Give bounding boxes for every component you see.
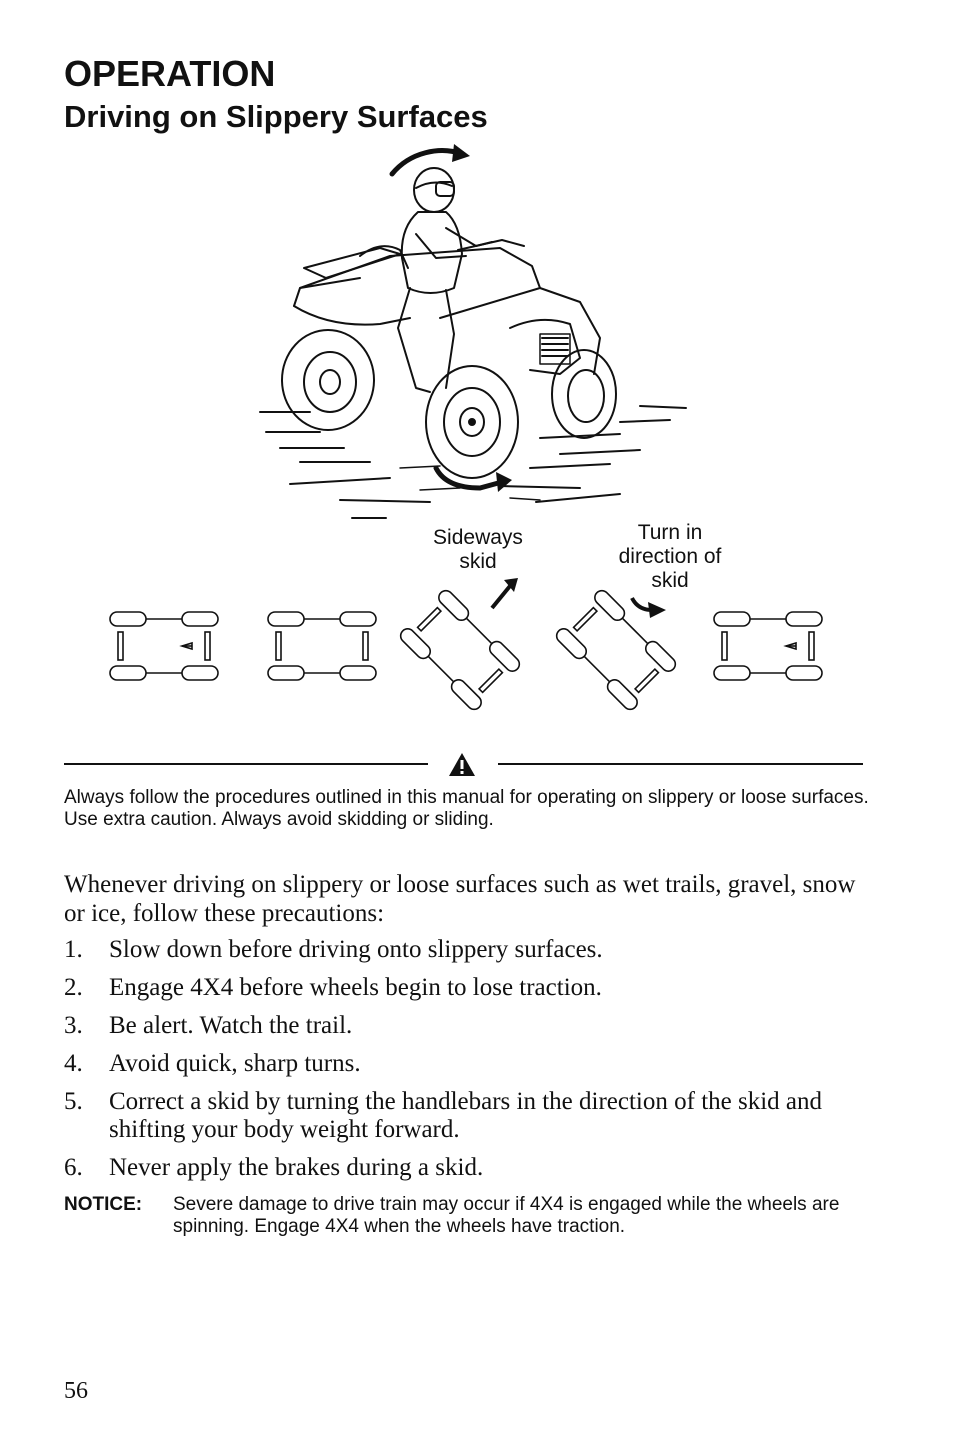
step-text: Never apply the brakes during a skid. [109, 1154, 484, 1181]
precautions-list: 1. Slow down before driving onto slippery… [64, 936, 874, 1192]
section-title: OPERATION [64, 53, 276, 94]
step-number: 2. [64, 974, 83, 1001]
vehicle-top-view-icon [396, 586, 524, 714]
list-item: 6. Never apply the brakes during a skid. [64, 1154, 874, 1182]
step-text: Avoid quick, sharp turns. [109, 1050, 361, 1077]
list-item: 1. Slow down before driving onto slippery… [64, 936, 874, 964]
warning-rule-right [498, 763, 863, 765]
step-number: 6. [64, 1154, 83, 1181]
notice-block: NOTICE: Severe damage to drive train may… [64, 1194, 874, 1238]
notice-text: Severe damage to drive train may occur i… [173, 1194, 840, 1237]
vehicle-top-view-icon [109, 611, 219, 681]
vehicle-top-view-icon [713, 611, 823, 681]
step-text: Slow down before driving onto slippery s… [109, 936, 603, 963]
step-number: 1. [64, 936, 83, 963]
intro-paragraph: Whenever driving on slippery or loose su… [64, 871, 856, 927]
vehicle-top-view-icon [267, 611, 377, 681]
callout-sideways-skid: Sideways skid [408, 526, 548, 574]
skid-sequence-diagram [109, 578, 823, 714]
warning-rule-left [64, 763, 428, 765]
atv-rider-illustration [259, 144, 687, 519]
warning-triangle-icon [449, 753, 475, 776]
warning-text: Always follow the procedures outlined in… [64, 787, 869, 830]
step-text: Engage 4X4 before wheels begin to lose t… [109, 974, 602, 1001]
list-item: 5. Correct a skid by turning the handleba… [64, 1088, 874, 1144]
step-number: 4. [64, 1050, 83, 1077]
callout-sideways-label: Sideways skid [433, 526, 523, 573]
step-text: Be alert. Watch the trail. [109, 1012, 353, 1039]
list-item: 3. Be alert. Watch the trail. [64, 1012, 874, 1040]
step-text: Correct a skid by turning the handlebars… [109, 1088, 823, 1143]
curved-turn-arrow-icon [630, 597, 666, 618]
page-title: Driving on Slippery Surfaces [64, 99, 488, 134]
step-number: 3. [64, 1012, 83, 1039]
callout-turn-label: Turn in direction of skid [618, 521, 722, 592]
step-number: 5. [64, 1088, 83, 1115]
notice-label: NOTICE: [64, 1194, 143, 1215]
list-item: 4. Avoid quick, sharp turns. [64, 1050, 874, 1078]
direction-arrow-icon [490, 578, 518, 610]
list-item: 2. Engage 4X4 before wheels begin to lose… [64, 974, 874, 1002]
page-number: 56 [64, 1378, 88, 1404]
callout-turn-direction: Turn in direction of skid [596, 521, 744, 593]
vehicle-top-view-icon [552, 586, 680, 714]
